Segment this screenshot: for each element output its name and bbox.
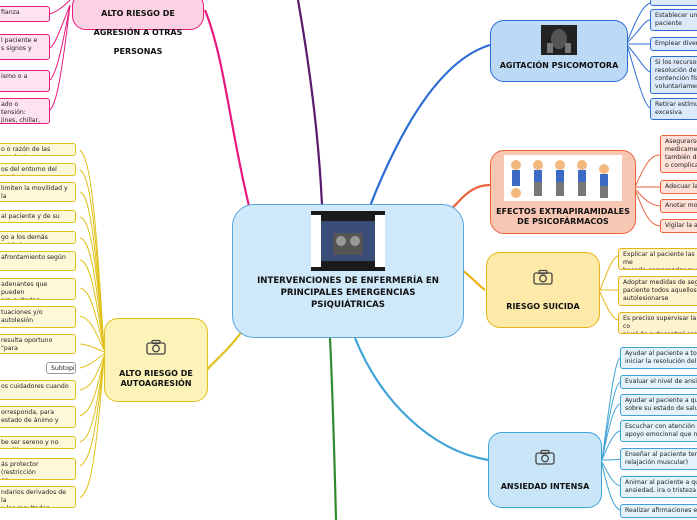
autoagresion-leaf[interactable]: afrontamiento según: [0, 251, 76, 271]
agitacion-leaf[interactable]: Emplear divers: [650, 37, 697, 51]
branch-label: ALTO RIESGO DE AUTOAGRESIÓN: [119, 369, 193, 388]
branch-label: ANSIEDAD INTENSA: [500, 482, 590, 491]
autoagresion-leaf[interactable]: adenantes que pueden ara evitarlas: [0, 278, 76, 300]
ansiedad-leaf[interactable]: Escuchar con atención y apoyo emocional …: [620, 420, 697, 442]
autoagresion-leaf[interactable]: be ser sereno y no punitivo: [0, 436, 76, 449]
autoagresion-leaf[interactable]: ndarios derivados de la y los resultados: [0, 486, 76, 508]
camera-icon: [146, 339, 166, 355]
suicida-leaf[interactable]: Explicar al paciente las me hacerle comp…: [618, 248, 697, 270]
branch-agitacion-psicomotora[interactable]: AGITACIÓN PSICOMOTORA: [490, 20, 628, 82]
ansiedad-leaf[interactable]: Evaluar el nivel de ansied: [620, 375, 697, 389]
central-topic[interactable]: INTERVENCIONES DE ENFERMERÍA EN PRINCIPA…: [232, 204, 464, 338]
agitacion-leaf[interactable]: Retirar estímul excesiva: [650, 98, 697, 120]
branch-label: RIESGO SUICIDA: [506, 302, 580, 311]
agitacion-leaf[interactable]: [650, 0, 697, 6]
branch-alto-riesgo-autoagresion[interactable]: ALTO RIESGO DE AUTOAGRESIÓN: [104, 318, 208, 402]
efectos-leaf[interactable]: Adecuar la: [660, 180, 697, 194]
ansiedad-leaf[interactable]: Enseñar al paciente terap relajación mus…: [620, 448, 697, 470]
efectos-leaf[interactable]: Asegurarse medicamen también del o compl…: [660, 135, 697, 173]
efectos-leaf[interactable]: Anotar mod: [660, 199, 697, 213]
autoagresion-leaf[interactable]: os cuidadores cuando: [0, 380, 76, 400]
branch-alto-riesgo-agresion[interactable]: ALTO RIESGO DE AGRESIÓN A OTRAS PERSONAS: [72, 0, 204, 56]
nurses-photo-icon: [311, 211, 385, 271]
subtopic-leaf[interactable]: Subtopic: [46, 362, 76, 374]
camera-icon: [535, 449, 555, 465]
agresion-leaf[interactable]: l paciente e s signos y: [0, 34, 50, 60]
ansiedad-leaf[interactable]: Realizar afirmaciones em: [620, 504, 697, 518]
agresion-leaf[interactable]: ismo o a: [0, 70, 50, 92]
agitacion-leaf[interactable]: Establecer una paciente: [650, 9, 697, 31]
suicida-leaf[interactable]: Es preciso supervisar la co nivel de aut…: [618, 312, 697, 334]
ansiedad-leaf[interactable]: Ayudar al paciente a tom iniciar la reso…: [620, 347, 697, 369]
agresion-leaf[interactable]: ado o tensión: jines, chillar,: [0, 98, 50, 124]
ansiedad-leaf[interactable]: Animar al paciente a que ansiedad, ira o…: [620, 476, 697, 498]
branch-label: EFECTOS EXTRAPIRAMIDALES DE PSICOFÁRMACO…: [496, 207, 630, 226]
autoagresion-leaf[interactable]: limiten la movilidad y la: [0, 182, 76, 202]
autoagresion-leaf[interactable]: o o razón de las conductas: [0, 143, 76, 156]
branch-label: ALTO RIESGO DE AGRESIÓN A OTRAS PERSONAS: [93, 9, 183, 56]
autoagresion-leaf[interactable]: os del entorno del paciente: [0, 163, 76, 176]
efectos-leaf[interactable]: Vigilar la ap: [660, 219, 697, 233]
branch-ansiedad-intensa[interactable]: ANSIEDAD INTENSA: [488, 432, 602, 508]
branch-efectos-extrapiramidales[interactable]: EFECTOS EXTRAPIRAMIDALES DE PSICOFÁRMACO…: [490, 150, 636, 234]
agitation-photo-icon: [541, 25, 577, 55]
autoagresion-leaf[interactable]: orresponda, para estado de ánimo y: [0, 406, 76, 428]
agresion-leaf[interactable]: fianza: [0, 6, 50, 22]
central-title: INTERVENCIONES DE ENFERMERÍA EN PRINCIPA…: [257, 276, 439, 310]
figures-illustration-icon: [504, 155, 622, 201]
suicida-leaf[interactable]: Adoptar medidas de segur paciente todos …: [618, 276, 697, 306]
ansiedad-leaf[interactable]: Ayudar al paciente a que sobre su estado…: [620, 394, 697, 416]
autoagresion-leaf[interactable]: tuaciones y/o autolesión: [0, 306, 76, 328]
autoagresion-leaf[interactable]: al paciente y de su entorno: [0, 210, 76, 223]
branch-riesgo-suicida[interactable]: RIESGO SUICIDA: [486, 252, 600, 328]
camera-icon: [533, 269, 553, 285]
agitacion-leaf[interactable]: Si los recursos resolución del contenció…: [650, 56, 697, 94]
branch-label: AGITACIÓN PSICOMOTORA: [499, 61, 619, 70]
autoagresion-leaf[interactable]: resulta oportuno "para: [0, 334, 76, 354]
autoagresion-leaf[interactable]: ás protector (restricción os impulsos/co…: [0, 458, 76, 480]
autoagresion-leaf[interactable]: go a los demás cuidadores: [0, 231, 76, 244]
